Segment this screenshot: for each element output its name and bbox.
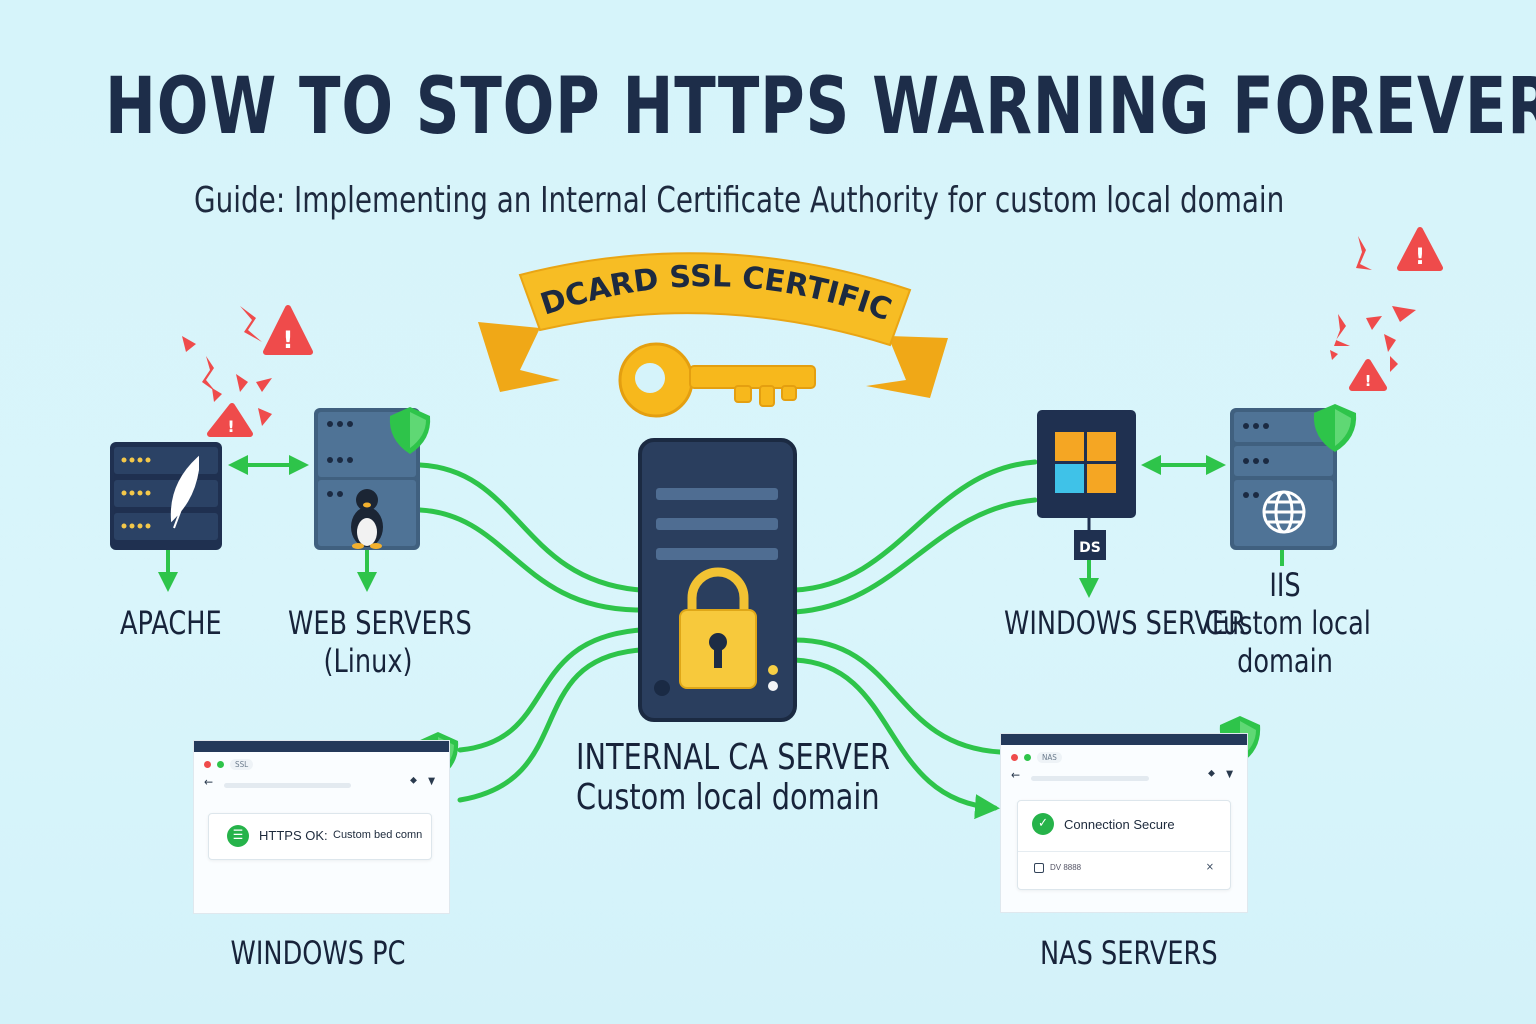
svg-text:!: !	[1365, 372, 1372, 390]
label-iis-line3: domain	[1237, 642, 1333, 680]
connection-lines	[417, 459, 1038, 820]
iis-server	[1230, 408, 1337, 550]
warning-icon: !	[1397, 227, 1443, 271]
card-divider	[1018, 851, 1230, 852]
globe-icon	[1262, 490, 1306, 534]
feather-icon	[170, 455, 199, 529]
ribbon-banner: WILDCARD SSL CERTIFICATE	[0, 0, 948, 398]
label-ca-server-line1: INTERNAL CA SERVER	[576, 737, 891, 778]
maximize-dot-icon[interactable]	[217, 761, 224, 768]
maximize-dot-icon[interactable]	[1024, 754, 1031, 761]
page-subtitle: Guide: Implementing an Internal Certific…	[194, 180, 1285, 221]
windows-server: DS	[1037, 410, 1136, 560]
apache-server	[110, 442, 222, 550]
address-bar[interactable]	[224, 783, 351, 788]
connection-status-text: Connection Secure	[1064, 817, 1175, 832]
warning-icon: !	[1349, 359, 1387, 391]
dropdown-icon[interactable]: ▼	[428, 776, 435, 787]
web-server-linux	[314, 408, 420, 550]
label-iis-line2: Custom local	[1205, 604, 1371, 642]
close-icon[interactable]: ×	[1205, 860, 1214, 873]
key-icon	[618, 342, 816, 418]
browser-titlebar	[194, 741, 449, 752]
warning-icon: !	[263, 305, 313, 355]
close-dot-icon[interactable]	[204, 761, 211, 768]
label-web-servers-line1: WEB SERVERS	[288, 604, 472, 642]
address-row: ← ⬥ ▼	[202, 775, 441, 793]
warning-fragments	[182, 306, 272, 426]
svg-text:!: !	[227, 417, 234, 436]
checkbox[interactable]	[1034, 863, 1044, 873]
address-row: ← ⬥ ▼	[1009, 768, 1239, 786]
svg-text:!: !	[1415, 245, 1425, 270]
label-web-servers: WEB SERVERS (Linux)	[288, 604, 472, 680]
label-windows-server: WINDOWS SERVER	[1004, 604, 1246, 642]
settings-icon[interactable]: ⬥	[410, 775, 417, 786]
dropdown-icon[interactable]: ▼	[1226, 769, 1233, 780]
close-dot-icon[interactable]	[1011, 754, 1018, 761]
window-controls: SSL	[204, 759, 254, 770]
back-arrow-icon[interactable]: ←	[1011, 768, 1021, 782]
back-arrow-icon[interactable]: ←	[204, 775, 214, 789]
connection-card: ✓ Connection Secure DV 8888 ×	[1017, 800, 1231, 890]
window-controls: NAS	[1011, 752, 1062, 763]
https-status-detail: Custom bed comn	[333, 829, 423, 841]
label-ca-server-line2: Custom local domain	[576, 777, 880, 818]
label-windows-pc: WINDOWS PC	[230, 934, 406, 972]
label-iis: IIS Custom local domain	[1205, 566, 1371, 680]
windows-logo-icon	[1055, 432, 1116, 493]
label-nas-servers: NAS SERVERS	[1040, 934, 1218, 972]
https-status-text: HTTPS OK:	[259, 828, 328, 843]
browser-tab[interactable]: SSL	[230, 759, 254, 770]
browser-window-pc: SSL ← ⬥ ▼ ☰ HTTPS OK: Custom bed comn	[193, 740, 450, 914]
page-title: HOW TO STOP HTTPS WARNING FOREVER	[105, 62, 1536, 152]
shield-icon	[1313, 404, 1357, 452]
svg-text:WILDCARD SSL CERTIFICATE: WILDCARD SSL CERTIFICATE	[0, 0, 896, 328]
svg-text:!: !	[283, 326, 294, 354]
ribbon-text: WILDCARD SSL CERTIFICATE	[0, 0, 896, 328]
warning-icon: !	[207, 403, 253, 437]
browser-titlebar	[1001, 734, 1247, 745]
warning-fragments	[1330, 236, 1416, 372]
connection-row-text: DV 8888	[1050, 863, 1082, 872]
shield-icon	[389, 407, 431, 454]
address-bar[interactable]	[1031, 776, 1149, 781]
windows-server-badge: DS	[1079, 540, 1101, 556]
label-iis-line1: IIS	[1269, 566, 1301, 604]
settings-icon[interactable]: ⬥	[1208, 768, 1215, 779]
browser-window-nas: NAS ← ⬥ ▼ ✓ Connection Secure DV 8888 ×	[1000, 733, 1248, 913]
secure-check-icon: ✓	[1032, 813, 1054, 835]
secure-check-icon: ☰	[227, 825, 249, 847]
ca-server	[638, 438, 797, 722]
penguin-icon	[351, 489, 383, 549]
https-status-card: ☰ HTTPS OK: Custom bed comn	[208, 813, 432, 860]
label-ca-server: INTERNAL CA SERVER Custom local domain	[576, 737, 891, 818]
browser-tab[interactable]: NAS	[1037, 752, 1062, 763]
label-apache: APACHE	[120, 604, 222, 642]
label-web-servers-line2: (Linux)	[323, 642, 413, 680]
padlock-icon	[679, 567, 757, 689]
